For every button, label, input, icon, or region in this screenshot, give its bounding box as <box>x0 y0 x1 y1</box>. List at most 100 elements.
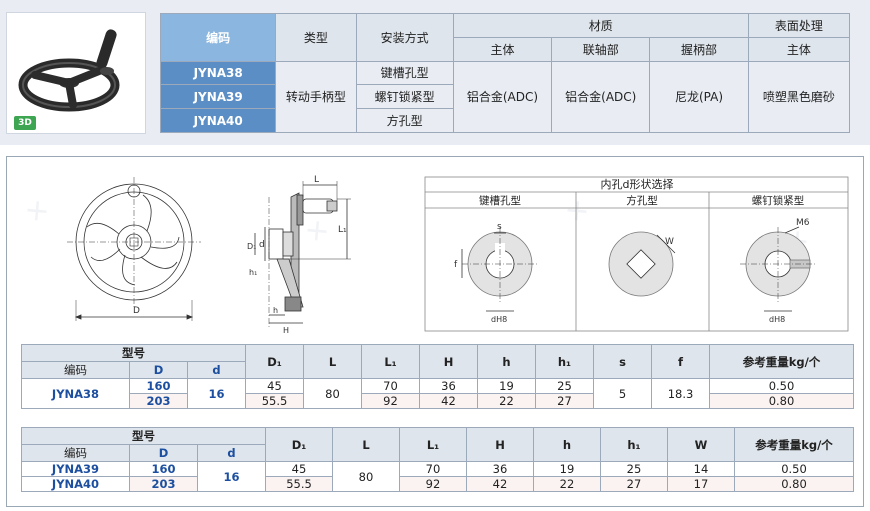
h1-cell: 25 <box>600 461 668 477</box>
col-weight: 参考重量kg/个 <box>734 427 854 462</box>
header-material-joint: 联轴部 <box>551 36 651 62</box>
col-W: W <box>667 427 735 462</box>
col-f: f <box>651 344 710 379</box>
code-cell[interactable]: JYNA39 <box>159 84 277 110</box>
hole-type-setscrew: 螺钉锁紧型 <box>752 194 805 207</box>
d-cell: 16 <box>187 378 246 409</box>
L1-cell: 92 <box>361 393 420 409</box>
code-cell[interactable]: JYNA38 <box>159 60 277 86</box>
code-cell[interactable]: JYNA40 <box>21 476 130 492</box>
col-L1: L₁ <box>399 427 467 462</box>
label-dH8: dH8 <box>491 315 507 324</box>
D1-cell: 45 <box>265 461 333 477</box>
h1-cell: 25 <box>535 378 594 394</box>
L1-cell: 92 <box>399 476 467 492</box>
col-h1: h₁ <box>600 427 668 462</box>
h-cell: 19 <box>533 461 601 477</box>
label-s: s <box>497 222 502 232</box>
h1-cell: 27 <box>535 393 594 409</box>
label-d: d <box>259 240 265 250</box>
s-cell: 5 <box>593 378 652 409</box>
material-main-cell: 铝合金(ADC) <box>452 60 553 134</box>
L-cell: 80 <box>303 378 362 409</box>
D-cell: 203 <box>129 476 198 492</box>
L-cell: 80 <box>332 461 400 492</box>
mount-cell: 方孔型 <box>355 108 454 133</box>
H-cell: 42 <box>419 393 478 409</box>
product-summary: 3D 编码 类型 安装方式 材质 表面处理 主体 联轴部 握柄部 主体 JYNA… <box>0 0 870 145</box>
group-header: 型号 <box>21 344 246 362</box>
col-weight: 参考重量kg/个 <box>709 344 854 379</box>
H-cell: 42 <box>466 476 534 492</box>
col-h: h <box>533 427 601 462</box>
D-cell: 160 <box>129 461 198 477</box>
col-H: H <box>419 344 478 379</box>
material-grip-cell: 尼龙(PA) <box>649 60 749 134</box>
header-surface-main: 主体 <box>747 36 851 62</box>
label-H: H <box>283 326 289 335</box>
technical-drawing: D L L₁ D₁ d h₁ h <box>67 175 849 335</box>
weight-cell: 0.50 <box>734 461 854 477</box>
h-cell: 19 <box>477 378 536 394</box>
D-cell: 203 <box>129 393 188 409</box>
header-type: 类型 <box>275 13 357 62</box>
code-cell[interactable]: JYNA40 <box>159 108 277 133</box>
3d-badge[interactable]: 3D <box>14 116 36 130</box>
label-h1: h₁ <box>249 268 257 277</box>
header-material-main: 主体 <box>452 36 553 62</box>
W-cell: 14 <box>667 461 735 477</box>
material-joint-cell: 铝合金(ADC) <box>551 60 651 134</box>
label-dH8: dH8 <box>769 315 785 324</box>
group-header: 型号 <box>21 427 266 445</box>
hole-title: 内孔d形状选择 <box>601 177 674 191</box>
label-L: L <box>314 175 319 185</box>
col-L: L <box>303 344 362 379</box>
weight-cell: 0.80 <box>709 393 854 409</box>
L1-cell: 70 <box>399 461 467 477</box>
spec-table-1: 型号 D₁ L L₁ H h h₁ s f 参考重量kg/个 编码 D d JY… <box>21 344 854 409</box>
col-D: D <box>129 361 188 379</box>
label-h: h <box>273 306 278 315</box>
hole-type-square: 方孔型 <box>626 194 658 207</box>
H-cell: 36 <box>466 461 534 477</box>
code-cell[interactable]: JYNA39 <box>21 461 130 477</box>
col-L1: L₁ <box>361 344 420 379</box>
col-D: D <box>129 444 198 462</box>
label-f: f <box>454 260 458 270</box>
label-L1: L₁ <box>338 225 347 235</box>
spec-panel: ✕ ✕ ✕ ✕ D <box>6 156 864 507</box>
product-image[interactable] <box>6 12 146 134</box>
spec-table-2: 型号 D₁ L L₁ H h h₁ W 参考重量kg/个 编码 D d JYNA… <box>21 427 854 492</box>
label-W: W <box>665 237 674 247</box>
code-cell[interactable]: JYNA38 <box>21 378 130 409</box>
header-mount: 安装方式 <box>355 13 454 62</box>
col-H: H <box>466 427 534 462</box>
D1-cell: 55.5 <box>245 393 304 409</box>
type-cell: 转动手柄型 <box>275 60 357 134</box>
surface-cell: 喷塑黑色磨砂 <box>747 60 851 134</box>
label-M6: M6 <box>796 218 810 228</box>
header-material-grip: 握柄部 <box>649 36 749 62</box>
weight-cell: 0.50 <box>709 378 854 394</box>
header-surface: 表面处理 <box>747 13 851 38</box>
W-cell: 17 <box>667 476 735 492</box>
h-cell: 22 <box>533 476 601 492</box>
front-view <box>67 177 201 321</box>
col-L: L <box>332 427 400 462</box>
col-code: 编码 <box>21 444 130 462</box>
weight-cell: 0.80 <box>734 476 854 492</box>
D1-cell: 45 <box>245 378 304 394</box>
d-cell: 16 <box>197 461 266 492</box>
handwheel-photo <box>18 29 120 112</box>
D1-cell: 55.5 <box>265 476 333 492</box>
side-view <box>254 181 351 327</box>
col-d: d <box>187 361 246 379</box>
col-D1: D₁ <box>265 427 333 462</box>
col-s: s <box>593 344 652 379</box>
col-D1: D₁ <box>245 344 304 379</box>
D-cell: 160 <box>129 378 188 394</box>
h1-cell: 27 <box>600 476 668 492</box>
f-cell: 18.3 <box>651 378 710 409</box>
col-h: h <box>477 344 536 379</box>
col-code: 编码 <box>21 361 130 379</box>
